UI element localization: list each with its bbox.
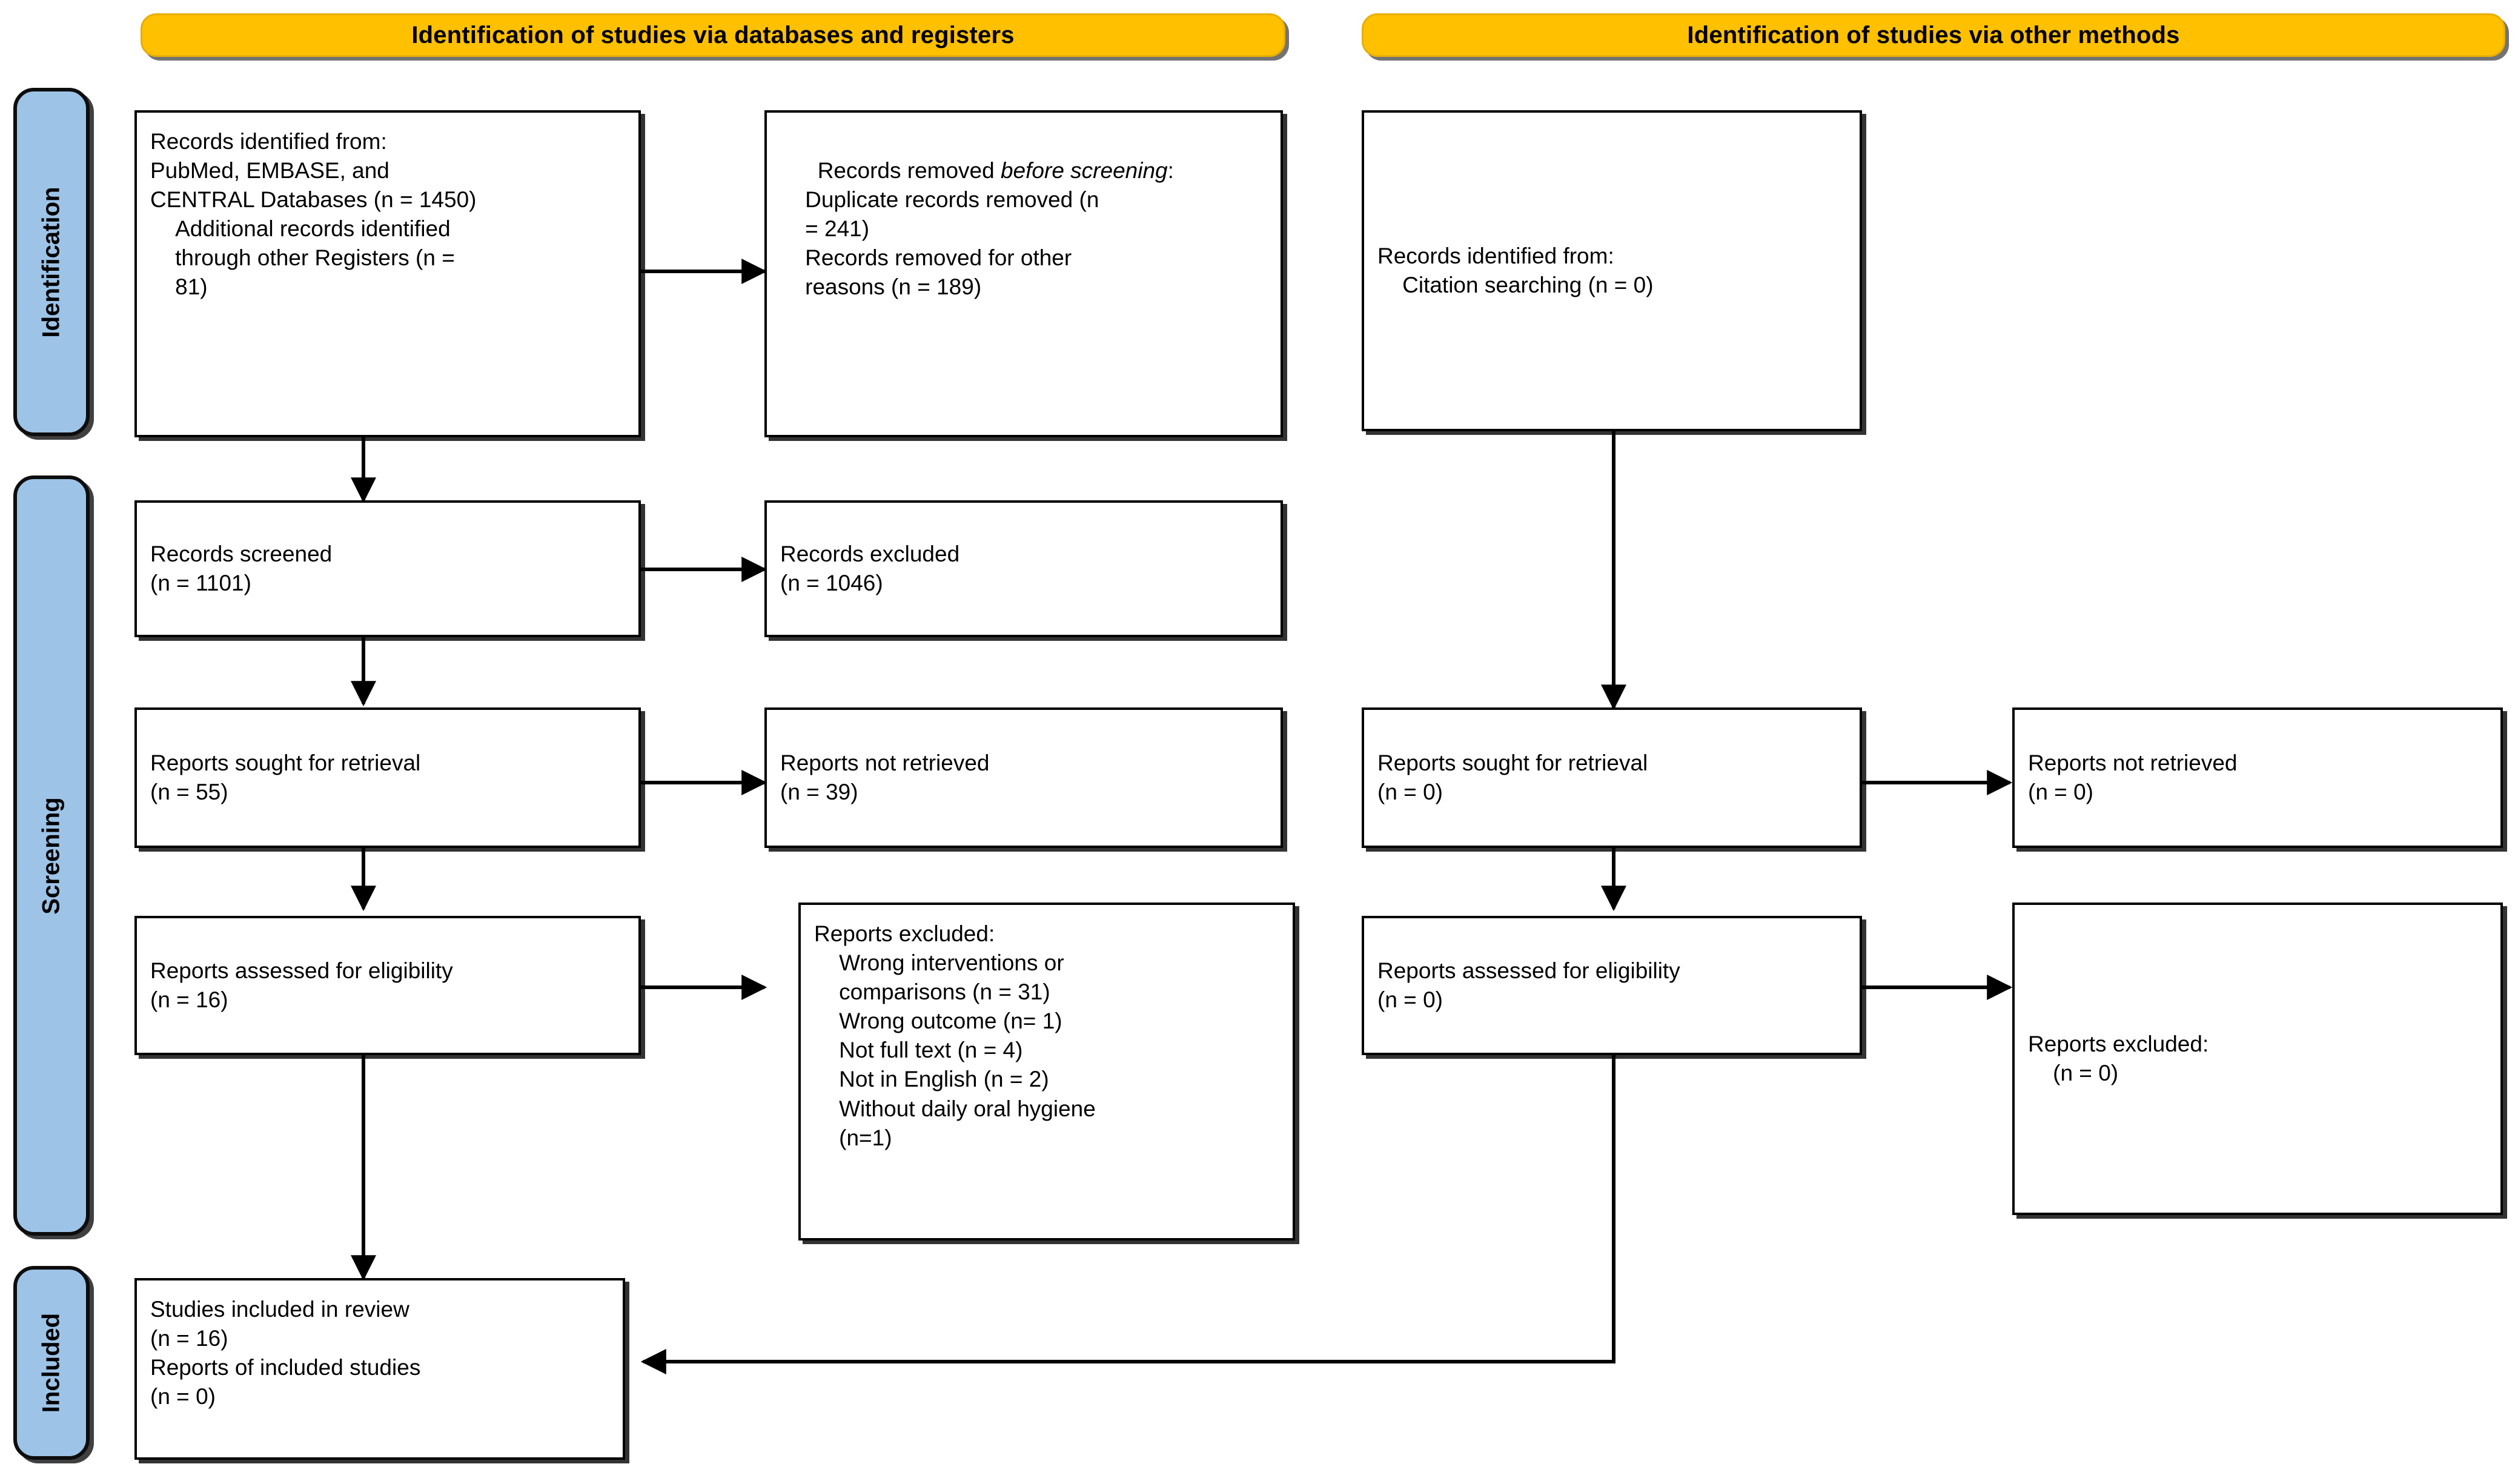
box-records-removed-heading-normal: Records removed: [817, 158, 1001, 184]
box-reports-not-retrieved: Reports not retrieved (n = 39): [764, 707, 1283, 848]
box-reports-not-retrieved-other: Reports not retrieved (n = 0): [2012, 707, 2503, 848]
box-reports-assessed: Reports assessed for eligibility (n = 16…: [134, 916, 641, 1055]
box-records-identified-other-text: Records identified from: Citation search…: [1377, 243, 1654, 297]
stage-label-identification: Identification: [13, 88, 90, 436]
stage-label-screening-text: Screening: [38, 797, 65, 915]
box-reports-sought-other: Reports sought for retrieval (n = 0): [1362, 707, 1862, 848]
box-reports-assessed-other: Reports assessed for eligibility (n = 0): [1362, 916, 1862, 1055]
box-reports-sought-other-text: Reports sought for retrieval (n = 0): [1377, 750, 1648, 804]
header-banner-databases: Identification of studies via databases …: [141, 13, 1285, 57]
box-records-identified: Records identified from: PubMed, EMBASE,…: [134, 110, 641, 437]
header-banner-other-methods-label: Identification of studies via other meth…: [1687, 21, 2180, 48]
box-studies-included-text: Studies included in review (n = 16) Repo…: [150, 1297, 421, 1409]
stage-label-included-text: Included: [38, 1313, 65, 1413]
header-banner-other-methods: Identification of studies via other meth…: [1362, 13, 2505, 57]
box-records-removed-heading-suffix: :: [1167, 158, 1174, 184]
box-reports-assessed-text: Reports assessed for eligibility (n = 16…: [150, 958, 453, 1012]
box-records-excluded: Records excluded (n = 1046): [764, 500, 1283, 637]
box-records-identified-other: Records identified from: Citation search…: [1362, 110, 1862, 431]
box-reports-excluded-other: Reports excluded: (n = 0): [2012, 903, 2503, 1215]
box-studies-included: Studies included in review (n = 16) Repo…: [134, 1278, 625, 1460]
stage-label-included: Included: [13, 1266, 90, 1460]
box-reports-excluded-other-text: Reports excluded: (n = 0): [2028, 1031, 2209, 1085]
box-reports-not-retrieved-other-text: Reports not retrieved (n = 0): [2028, 750, 2238, 804]
box-reports-excluded-text: Reports excluded: Wrong interventions or…: [814, 921, 1096, 1150]
stage-label-screening: Screening: [13, 475, 90, 1236]
header-banner-databases-label: Identification of studies via databases …: [411, 21, 1015, 48]
box-records-screened-text: Records screened (n = 1101): [150, 541, 333, 595]
box-records-removed: Records removed before screening: Duplic…: [764, 110, 1283, 437]
box-records-identified-text: Records identified from: PubMed, EMBASE,…: [150, 129, 477, 300]
box-records-removed-heading-italic: before screening: [1000, 158, 1168, 184]
box-reports-sought-text: Reports sought for retrieval (n = 55): [150, 750, 421, 804]
box-reports-sought: Reports sought for retrieval (n = 55): [134, 707, 641, 848]
box-reports-not-retrieved-text: Reports not retrieved (n = 39): [780, 750, 990, 804]
box-records-excluded-text: Records excluded (n = 1046): [780, 541, 960, 595]
box-records-screened: Records screened (n = 1101): [134, 500, 641, 637]
stage-label-identification-text: Identification: [38, 187, 65, 337]
box-records-removed-text: Records removed before screening: Duplic…: [780, 127, 1267, 331]
box-reports-assessed-other-text: Reports assessed for eligibility (n = 0): [1377, 958, 1680, 1012]
box-records-removed-items: Duplicate records removed (n = 241) Reco…: [805, 187, 1099, 300]
box-reports-excluded: Reports excluded: Wrong interventions or…: [798, 903, 1295, 1241]
